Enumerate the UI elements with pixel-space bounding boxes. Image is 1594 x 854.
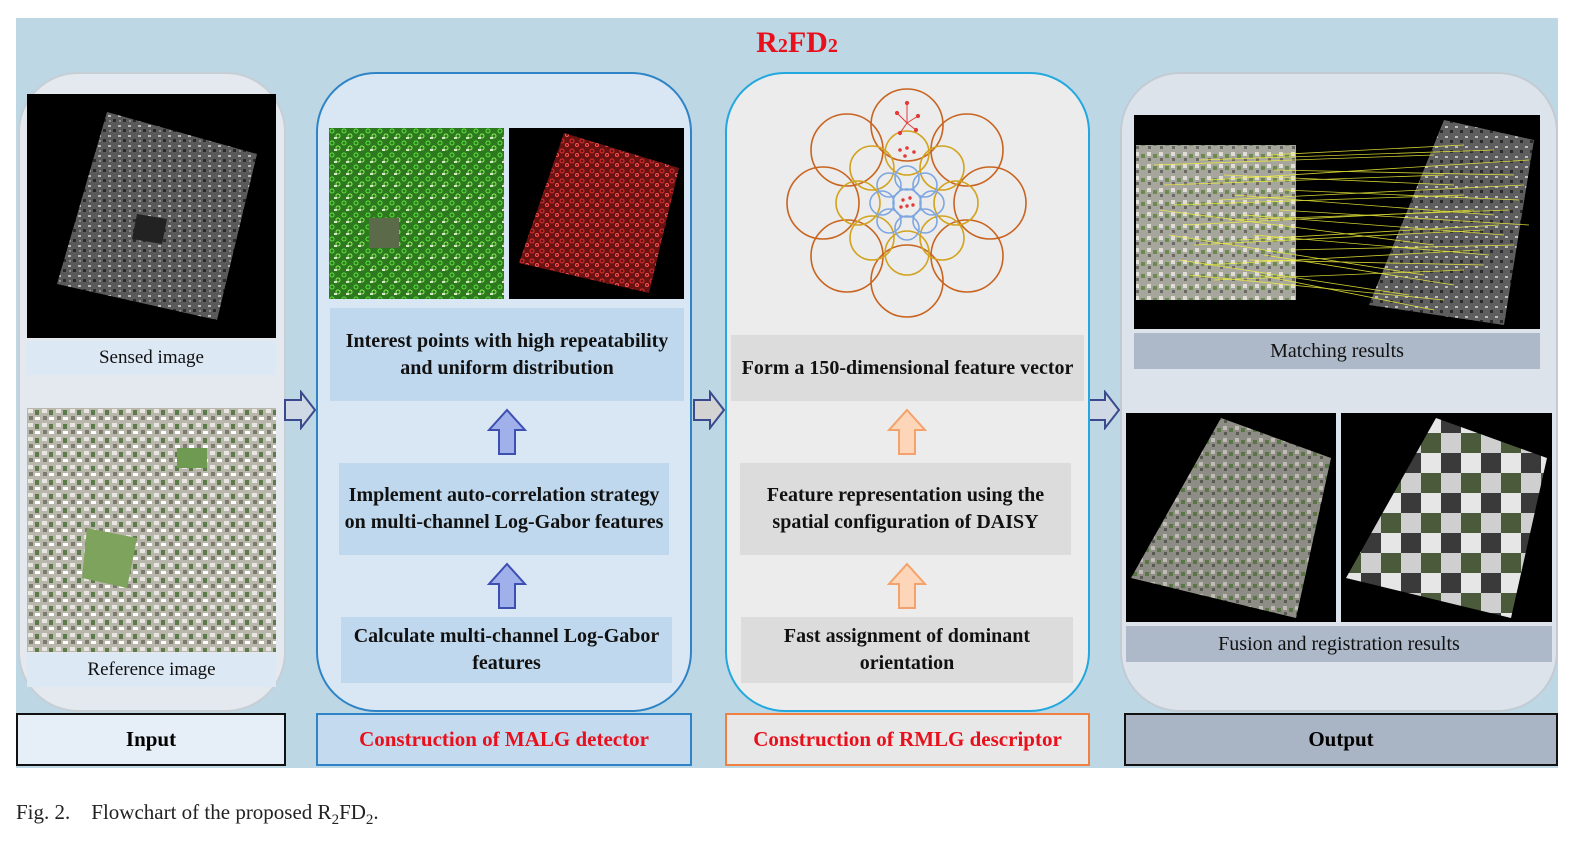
figure-caption: Fig. 2. Flowchart of the proposed R2FD2. bbox=[16, 800, 379, 829]
up-arrow-icon bbox=[887, 562, 927, 609]
matching-results-caption: Matching results bbox=[1134, 333, 1540, 369]
daisy-configuration-diagram bbox=[786, 88, 1027, 318]
flow-arrow-icon bbox=[1088, 390, 1121, 430]
rmlg-step-daisy: Feature representation using the spatial… bbox=[740, 463, 1071, 555]
reference-image bbox=[27, 408, 276, 652]
green-keypoints-image bbox=[329, 128, 504, 299]
fusion-result-image bbox=[1126, 413, 1336, 622]
up-arrow-icon bbox=[487, 408, 527, 455]
rmlg-step-feature-vector: Form a 150-dimensional feature vector bbox=[731, 335, 1084, 401]
matching-results-image bbox=[1134, 115, 1540, 329]
rmlg-label: Construction of RMLG descriptor bbox=[725, 713, 1090, 766]
flow-arrow-icon bbox=[693, 390, 726, 430]
flow-arrow-icon bbox=[284, 390, 317, 430]
reference-image-caption: Reference image bbox=[27, 653, 276, 687]
sensed-image-caption: Sensed image bbox=[27, 341, 276, 375]
registration-checkerboard-image bbox=[1341, 413, 1552, 622]
input-label: Input bbox=[16, 713, 286, 766]
malg-step-auto-correlation: Implement auto-correlation strategy on m… bbox=[339, 463, 669, 555]
malg-step-log-gabor: Calculate multi-channel Log-Gabor featur… bbox=[341, 617, 672, 683]
malg-step-interest-points: Interest points with high repeatability … bbox=[330, 308, 684, 401]
diagram-title: R2FD2 bbox=[756, 26, 838, 59]
rmlg-step-orientation: Fast assignment of dominant orientation bbox=[741, 617, 1073, 683]
output-label: Output bbox=[1124, 713, 1558, 766]
malg-label: Construction of MALG detector bbox=[316, 713, 692, 766]
fusion-results-caption: Fusion and registration results bbox=[1126, 626, 1552, 662]
up-arrow-icon bbox=[887, 408, 927, 455]
red-keypoints-image bbox=[509, 128, 684, 299]
up-arrow-icon bbox=[487, 562, 527, 609]
sensed-image bbox=[27, 94, 276, 338]
